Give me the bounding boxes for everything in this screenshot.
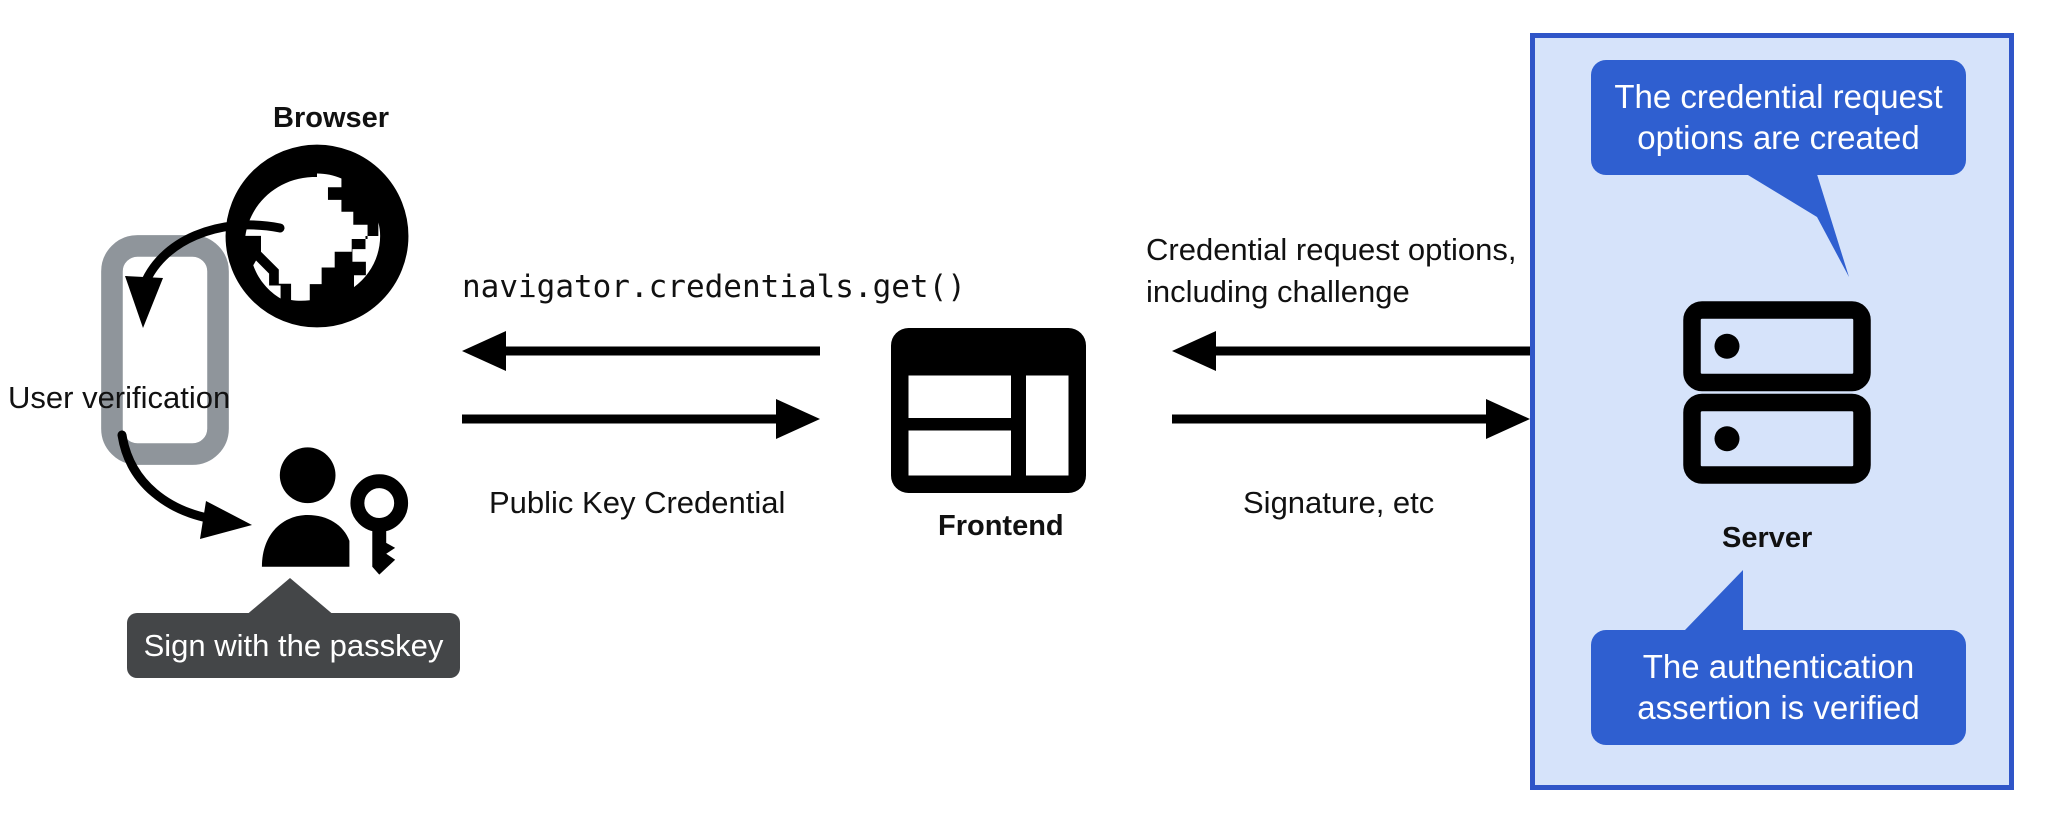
webpage-layout-icon bbox=[891, 328, 1086, 493]
arrow-left-navigator-get bbox=[462, 330, 820, 372]
user-verification-label: User verification bbox=[8, 380, 231, 415]
arrow-right-signature bbox=[1172, 398, 1530, 440]
navigator-credentials-get-label: navigator.credentials.get() bbox=[462, 269, 966, 305]
frontend-label: Frontend bbox=[938, 510, 1064, 542]
signature-etc-label: Signature, etc bbox=[1243, 485, 1435, 520]
browser-label: Browser bbox=[273, 102, 390, 134]
sign-tooltip-tail bbox=[230, 578, 350, 623]
top-callout-tail bbox=[1715, 155, 1930, 280]
sign-with-passkey-tooltip: Sign with the passkey bbox=[127, 613, 460, 678]
top-callout-line2: options are created bbox=[1637, 119, 1920, 157]
top-callout-bubble: The credential request options are creat… bbox=[1591, 60, 1966, 175]
server-racks-icon bbox=[1683, 301, 1871, 484]
arrow-browser-to-phone bbox=[105, 210, 305, 340]
smartphone-icon bbox=[101, 235, 229, 465]
public-key-credential-label: Public Key Credential bbox=[489, 485, 786, 520]
sign-tooltip-text: Sign with the passkey bbox=[143, 628, 444, 663]
arrow-phone-to-user bbox=[100, 415, 300, 545]
server-label: Server bbox=[1722, 522, 1813, 554]
credential-request-options-line2: including challenge bbox=[1146, 274, 1410, 309]
top-callout-line1: The credential request bbox=[1614, 78, 1943, 115]
arrow-left-credential-request-options bbox=[1172, 330, 1530, 372]
credential-request-options-line1: Credential request options, bbox=[1146, 232, 1517, 267]
globe-icon bbox=[222, 141, 412, 331]
bottom-callout-line2: assertion is verified bbox=[1637, 689, 1920, 727]
person-with-key-icon bbox=[248, 443, 423, 595]
bottom-callout-line1: The authentication bbox=[1642, 648, 1915, 685]
arrow-right-public-key-credential bbox=[462, 398, 820, 440]
bottom-callout-bubble: The authentication assertion is verified bbox=[1591, 630, 1966, 745]
